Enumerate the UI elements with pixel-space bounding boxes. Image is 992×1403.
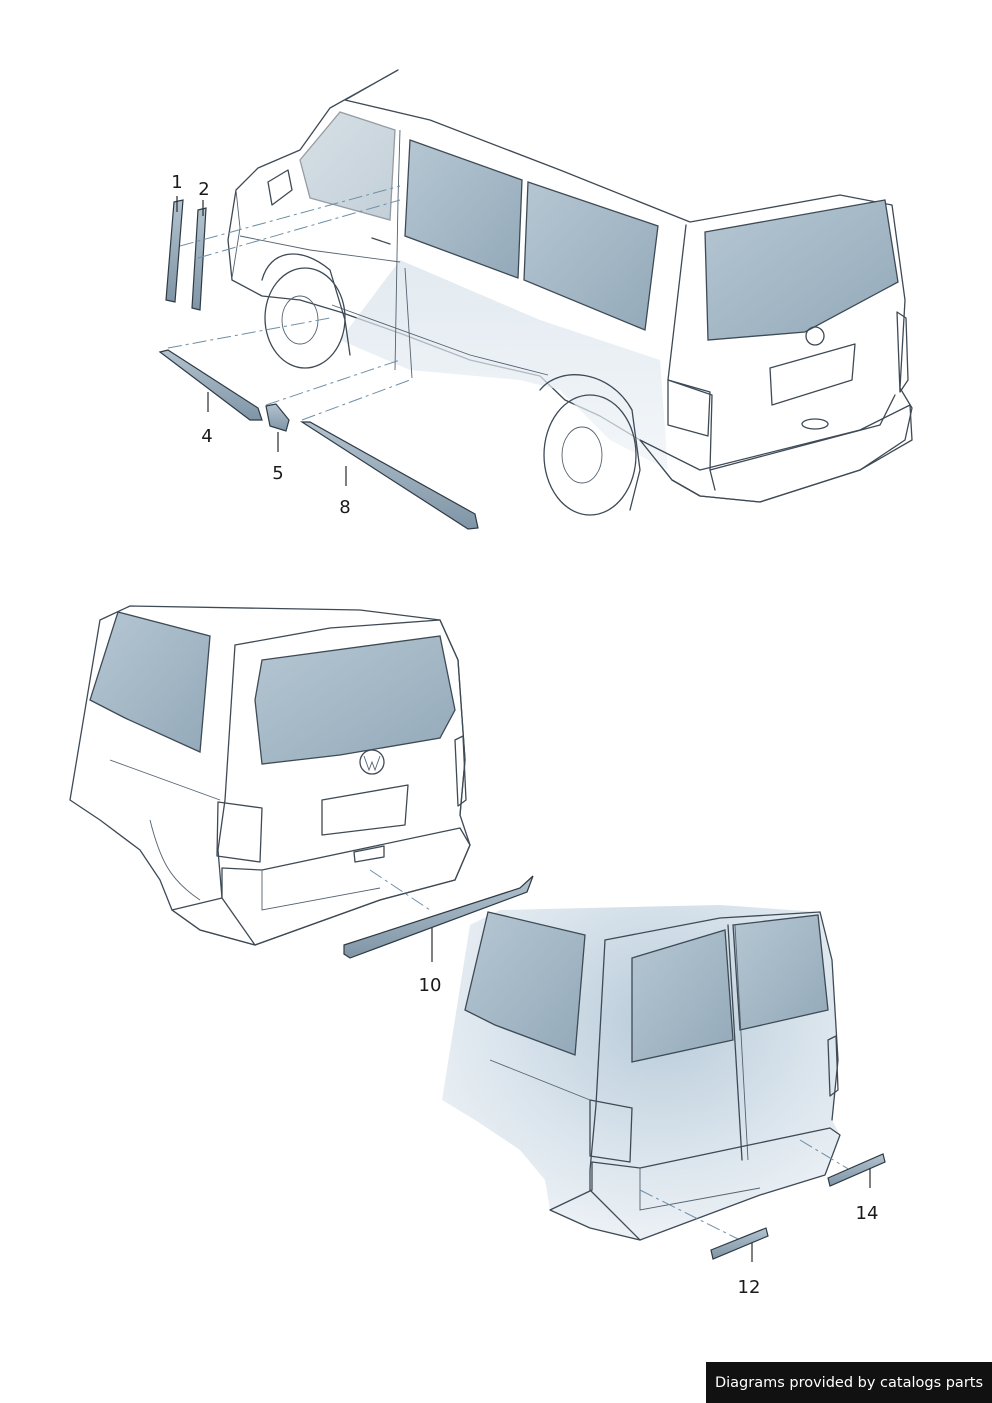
part-12-bumper-trim — [710, 1227, 769, 1260]
van1-front-wheel — [264, 267, 346, 369]
van1-rear-wheel — [543, 394, 637, 516]
van2-plate-recess — [321, 784, 409, 836]
van3-trim-parts — [710, 1153, 886, 1262]
part-10-hatch-trim — [343, 875, 534, 962]
van2-rear-bumper — [171, 827, 471, 946]
van2-rear-window — [254, 635, 456, 765]
footer-credit: Diagrams provided by catalogs parts — [706, 1362, 992, 1403]
van3-side-window — [464, 911, 586, 1056]
callout-14: 14 — [855, 1203, 879, 1224]
part-4-sill-trim — [158, 349, 263, 421]
van-side-view — [227, 69, 913, 516]
van1-tail-light — [667, 379, 711, 437]
van3-rear-bumper — [549, 1127, 841, 1241]
callout-2: 2 — [198, 179, 210, 200]
van2-tail-light — [216, 801, 263, 863]
part-14-bumper-trim — [827, 1153, 886, 1187]
van3-tail-light — [589, 1099, 633, 1163]
van1-logo — [805, 326, 825, 346]
van1-rear-bumper — [639, 404, 913, 503]
van1-window-1 — [404, 139, 523, 279]
van1-window-2 — [523, 181, 659, 331]
callout-1: 1 — [171, 172, 183, 193]
van1-rear-window — [704, 199, 899, 341]
part-2-pillar-trim — [191, 207, 207, 311]
part-1-pillar-trim — [165, 199, 184, 303]
van1-side-panel — [340, 260, 668, 470]
van1-plate-recess — [769, 343, 856, 406]
van3-right-door-window — [732, 914, 829, 1031]
van1-mirror — [267, 169, 293, 206]
part-8-sill-trim — [299, 421, 479, 530]
callout-12: 12 — [737, 1277, 761, 1298]
van1-windscreen — [299, 111, 396, 221]
van-rear-view-doors — [442, 905, 851, 1241]
van-rear-view-hatch — [69, 605, 471, 946]
callout-5: 5 — [272, 463, 284, 484]
callout-10: 10 — [418, 975, 442, 996]
footer-credit-text: Diagrams provided by catalogs parts — [714, 1374, 984, 1391]
callout-4: 4 — [201, 426, 213, 447]
van2-handle — [353, 845, 385, 863]
van3-left-door-window — [631, 929, 734, 1063]
van2-vw-logo — [359, 749, 385, 775]
van2-side-window — [89, 611, 211, 753]
part-5-trim-piece — [265, 403, 290, 432]
van1-trim-parts — [158, 185, 479, 530]
callout-8: 8 — [339, 497, 351, 518]
